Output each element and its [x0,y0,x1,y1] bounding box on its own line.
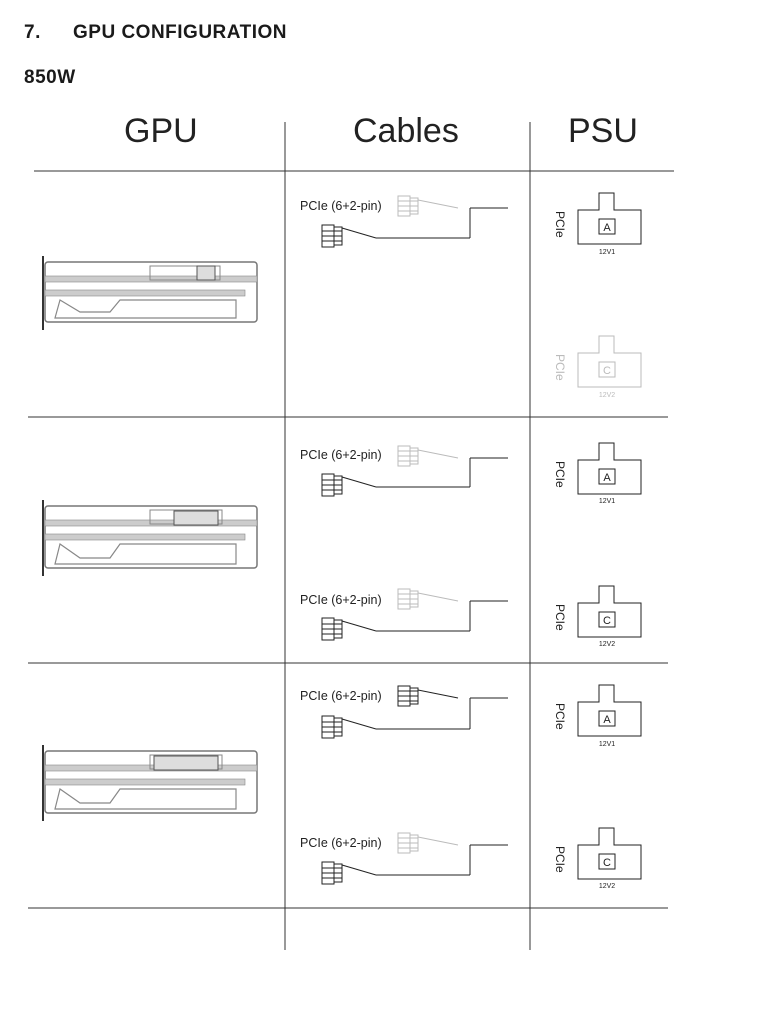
psu-letter: A [603,714,611,726]
cable-label: PCIe (6+2-pin) [300,593,382,607]
psu-letter: A [603,472,611,484]
psu-letter: C [603,857,611,869]
wattage-title: 850W [24,67,76,88]
psu-side-label: PCIe [553,604,567,631]
cable-label: PCIe (6+2-pin) [300,448,382,462]
section-heading: 7. GPU CONFIGURATION [24,22,287,44]
cable-label: PCIe (6+2-pin) [300,199,382,213]
column-header-psu: PSU [568,112,638,150]
psu-rail: 12V2 [599,641,615,648]
psu-letter: C [603,365,611,377]
section-title: GPU CONFIGURATION [73,22,287,43]
psu-rail: 12V1 [599,741,615,748]
cable-label: PCIe (6+2-pin) [300,689,382,703]
cable-label: PCIe (6+2-pin) [300,836,382,850]
psu-rail: 12V1 [599,249,615,256]
psu-side-label: PCIe [553,846,567,873]
column-header-gpu: GPU [124,112,198,150]
psu-letter: C [603,615,611,627]
psu-side-label: PCIe [553,211,567,238]
psu-letter: A [603,222,611,234]
psu-rail: 12V2 [599,883,615,890]
psu-rail: 12V1 [599,498,615,505]
column-header-cables: Cables [353,112,459,150]
psu-side-label: PCIe [553,703,567,730]
psu-side-label: PCIe [553,354,567,381]
psu-rail: 12V2 [599,392,615,399]
section-number: 7. [24,22,41,43]
psu-side-label: PCIe [553,461,567,488]
